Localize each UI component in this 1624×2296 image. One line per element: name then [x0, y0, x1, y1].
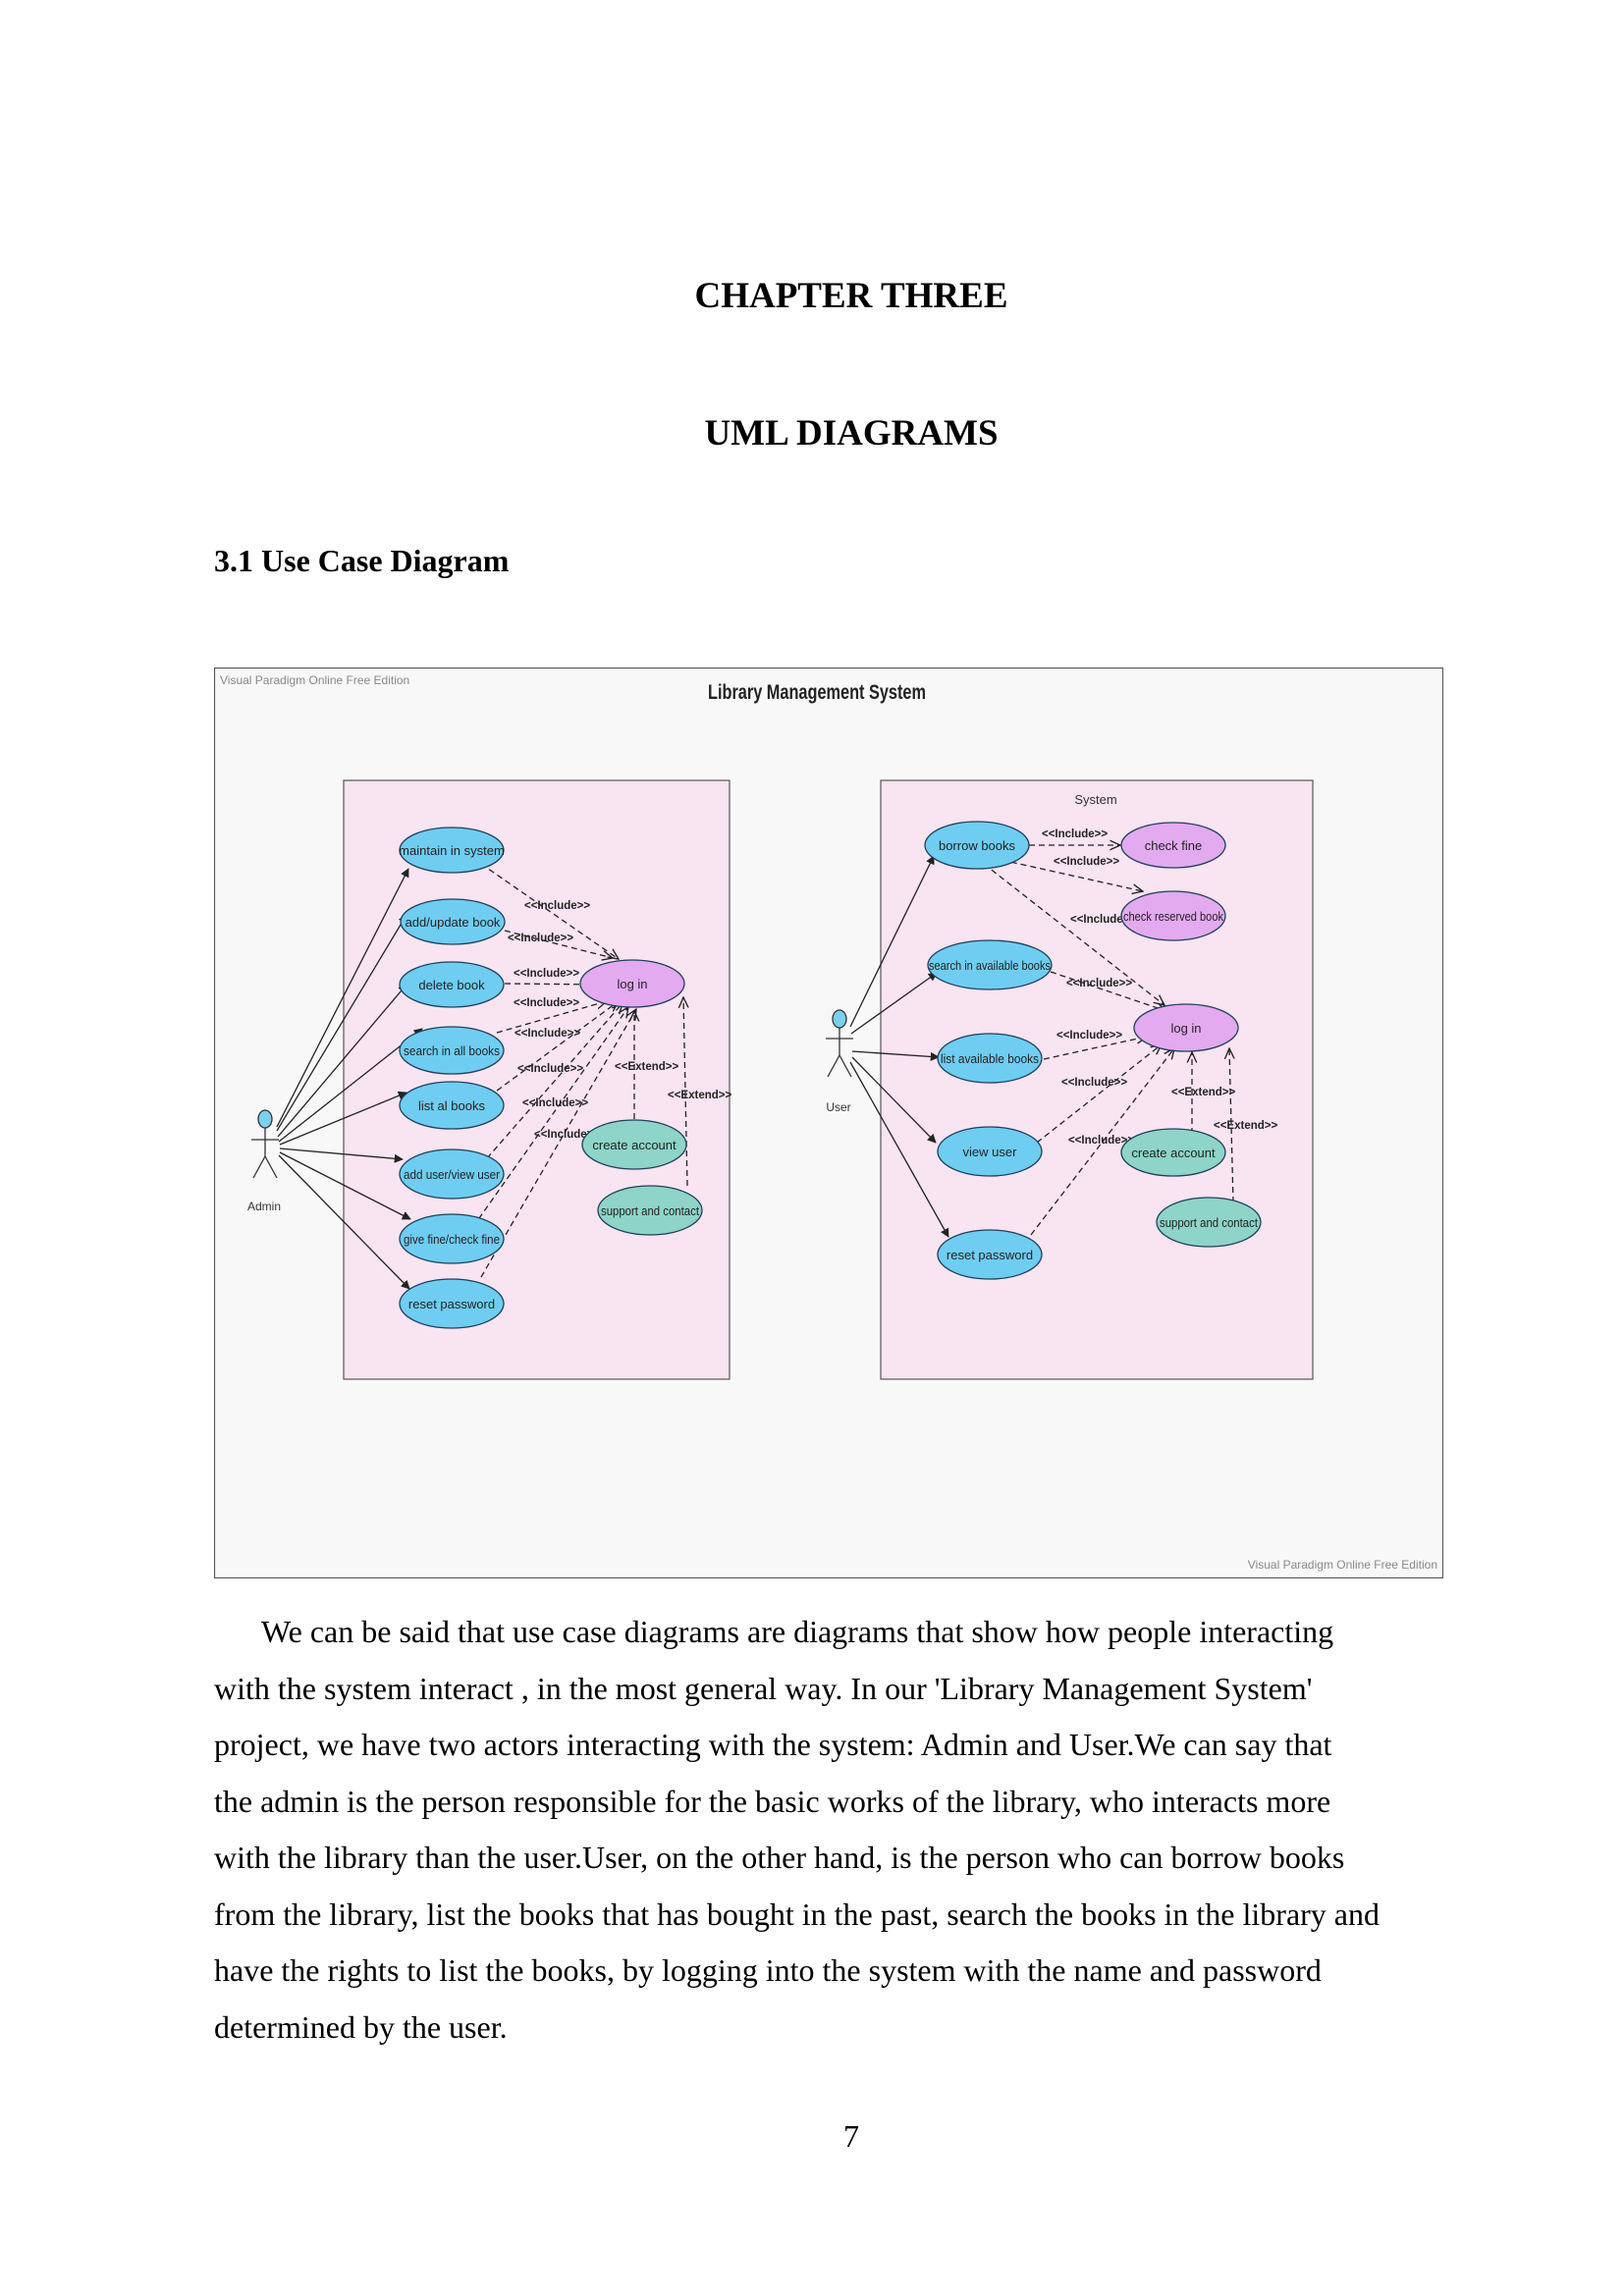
diagram-title: Library Management System — [708, 681, 926, 704]
paragraph-line: with the system interact , in the most g… — [214, 1670, 1313, 1706]
usecase-check-reserved-book — [1120, 890, 1226, 941]
user-head — [832, 1009, 847, 1029]
user-include-lines — [983, 845, 1174, 1236]
admin-include-label-7: <<Include>> — [522, 1097, 588, 1109]
usecase-check-reserved-label: check reserved book — [1123, 909, 1223, 924]
user-extend-lines — [1192, 1048, 1233, 1203]
usecase-search-available-books — [927, 939, 1053, 990]
usecase-add-user-label: add user/view user — [404, 1167, 501, 1182]
usecase-maintain-label: maintain in system — [399, 843, 505, 858]
chapter-subtitle: UML DIAGRAMS — [704, 413, 999, 454]
usecase-list-available-label: list available books — [941, 1051, 1039, 1066]
admin-include-label-5: <<Include>> — [514, 1028, 580, 1040]
admin-associations — [276, 868, 423, 1290]
usecase-view-user-label: view user — [963, 1145, 1018, 1159]
usecase-add-update-label: add/update book — [406, 915, 501, 930]
usecase-give-fine-check-fine — [399, 1213, 505, 1264]
usecase-user-create-account — [1120, 1128, 1226, 1177]
usecase-user-reset-label: reset password — [947, 1248, 1033, 1262]
admin-include-label-3: <<Include>> — [514, 968, 579, 980]
usecase-admin-log-in — [579, 959, 685, 1008]
paragraph-line: from the library, list the books that ha… — [214, 1896, 1380, 1932]
paragraph-line: determined by the user. — [214, 2008, 508, 2045]
usecase-search-available-label: search in available books — [929, 958, 1051, 973]
user-extend-label-1: <<Extend>> — [1171, 1087, 1235, 1098]
paragraph-line: the admin is the person responsible for … — [214, 1783, 1331, 1819]
usecase-admin-create-account — [581, 1119, 687, 1170]
usecase-admin-support-label: support and contact — [601, 1203, 699, 1218]
user-associations — [849, 855, 949, 1238]
user-include-label-4: <<Include>> — [1066, 978, 1132, 989]
watermark-bottom: Visual Paradigm Online Free Edition — [1248, 1558, 1437, 1572]
paragraph-line: We can be said that use case diagrams ar… — [261, 1614, 1334, 1649]
user-extend-label-2: <<Extend>> — [1214, 1120, 1277, 1132]
usecase-user-login-label: log in — [1170, 1021, 1201, 1036]
usecase-user-log-in — [1133, 1003, 1239, 1052]
user-include-label-1: <<Include>> — [1042, 828, 1108, 840]
usecase-delete-label: delete book — [418, 978, 485, 992]
user-actor — [826, 1009, 853, 1078]
usecase-view-user — [937, 1126, 1043, 1177]
admin-include-label-6: <<Include>> — [517, 1063, 583, 1075]
user-include-label-2: <<Include>> — [1054, 856, 1119, 868]
admin-extend-label-2: <<Extend>> — [668, 1090, 731, 1101]
admin-extend-lines — [634, 997, 687, 1187]
paragraph-line: with the library than the user.User, on … — [214, 1840, 1345, 1875]
usecase-check-fine-label: check fine — [1145, 838, 1203, 853]
body-paragraph: We can be said that use case diagrams ar… — [214, 1604, 1455, 2056]
admin-system-boundary — [343, 779, 731, 1380]
user-label: User — [826, 1100, 850, 1114]
usecase-admin-reset-label: reset password — [408, 1297, 495, 1311]
usecase-add-user-view-user — [399, 1148, 505, 1200]
usecase-admin-create-label: create account — [592, 1138, 677, 1152]
usecase-user-support-label: support and contact — [1160, 1215, 1258, 1230]
chapter-title: CHAPTER THREE — [694, 276, 1008, 316]
use-case-diagram: Visual Paradigm Online Free Edition Visu… — [213, 667, 1444, 1579]
usecase-search-all-label: search in all books — [404, 1043, 500, 1058]
paragraph-line: have the rights to list the books, by lo… — [214, 1952, 1322, 1988]
usecase-list-all-label: list al books — [418, 1098, 485, 1113]
paragraph-line: project, we have two actors interacting … — [214, 1727, 1332, 1762]
usecase-delete-book — [399, 961, 505, 1008]
admin-extend-label-1: <<Extend>> — [615, 1061, 678, 1073]
usecase-list-all-books — [399, 1081, 505, 1130]
admin-label: Admin — [247, 1200, 281, 1213]
usecase-give-fine-label: give fine/check fine — [404, 1232, 500, 1247]
usecase-list-available-books — [937, 1033, 1043, 1084]
admin-include-label-2: <<Include>> — [508, 933, 573, 944]
user-include-label-7: <<Include>> — [1068, 1135, 1134, 1147]
page-number: 7 — [843, 2118, 859, 2154]
usecase-user-support-contact — [1156, 1197, 1262, 1248]
usecase-admin-reset-password — [399, 1278, 505, 1329]
watermark-top: Visual Paradigm Online Free Edition — [220, 673, 409, 687]
usecase-search-all-books — [399, 1026, 505, 1075]
usecase-user-create-label: create account — [1131, 1146, 1216, 1160]
usecase-user-reset-password — [937, 1229, 1043, 1280]
usecase-borrow-label: borrow books — [939, 838, 1016, 853]
admin-include-label-4: <<Include>> — [514, 997, 579, 1009]
admin-head — [257, 1109, 273, 1129]
usecase-add-update-book — [400, 898, 506, 945]
usecase-admin-login-label: log in — [617, 977, 647, 991]
admin-include-label-1: <<Include>> — [524, 900, 590, 912]
user-include-label-5: <<Include>> — [1056, 1030, 1122, 1041]
user-include-label-6: <<Include>> — [1061, 1077, 1127, 1089]
usecase-admin-support-contact — [597, 1185, 703, 1236]
usecase-maintain-in-system — [399, 827, 505, 874]
usecase-check-fine — [1120, 822, 1226, 869]
user-include-label-3: <<Include>> — [1070, 914, 1136, 926]
usecase-borrow-books — [924, 821, 1030, 870]
admin-actor — [251, 1109, 279, 1179]
user-system-boundary — [880, 779, 1314, 1380]
user-system-label: System — [1074, 792, 1116, 807]
section-heading: 3.1 Use Case Diagram — [214, 543, 510, 578]
